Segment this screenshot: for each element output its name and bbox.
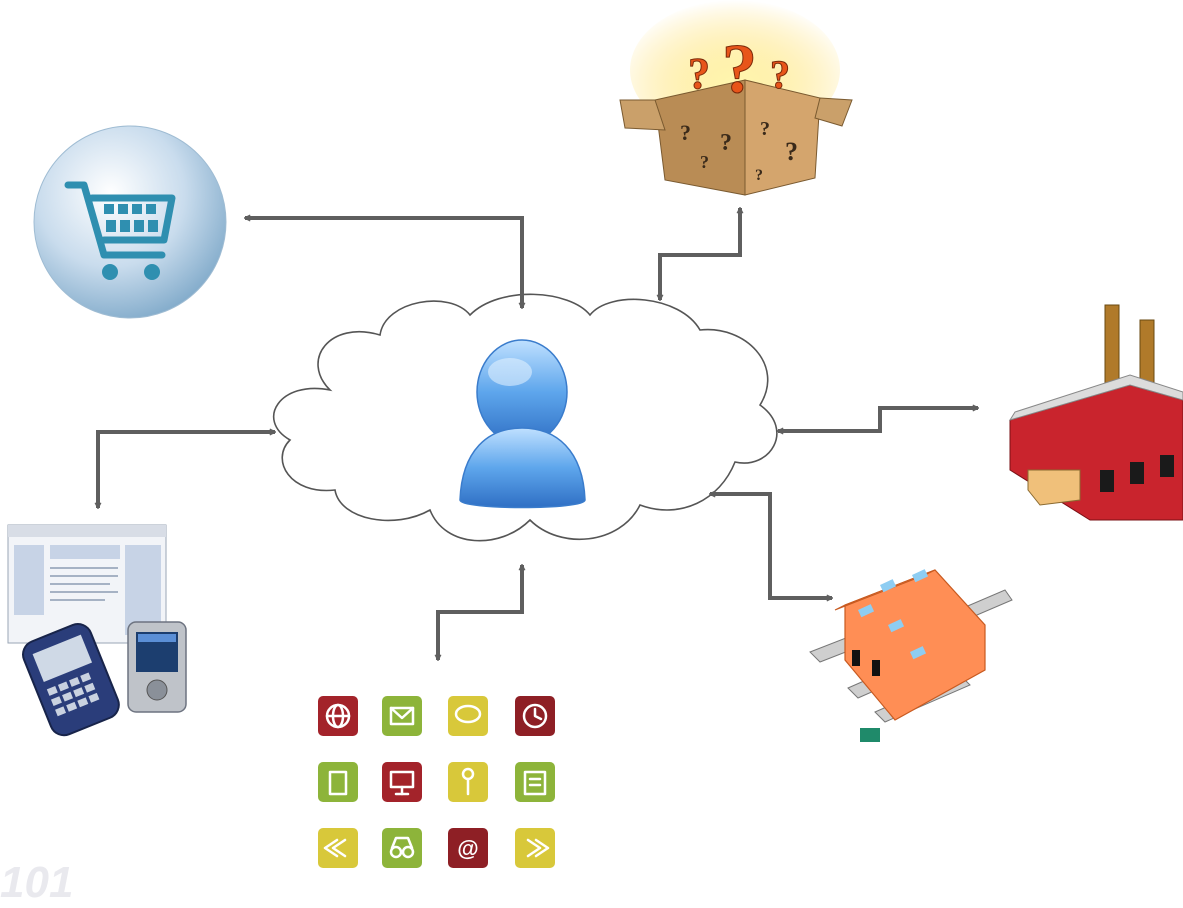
warehouse-trucks-icon [809,569,1013,742]
arrow-devices [98,432,275,508]
svg-text:@: @ [457,836,478,861]
app-icon-grid: @ [318,696,555,868]
trash-tile [318,762,358,802]
arrow-factory [778,408,978,431]
monitor-tile [382,762,422,802]
arrow-apps [438,565,522,660]
rewind-tile [318,828,358,868]
svg-text:?: ? [770,52,790,97]
at-tile [448,828,488,868]
svg-text:?: ? [755,167,763,184]
shopping-cart-node [33,125,227,319]
user-icon [459,339,586,509]
svg-text:?: ? [688,49,710,98]
binoculars-tile [382,828,422,868]
watermark-left: 101 [0,858,74,907]
svg-text:?: ? [760,118,770,140]
svg-text:?: ? [700,152,709,172]
forward-tile [515,828,555,868]
factory-icon [1008,304,1183,521]
arrow-warehouse [710,494,832,598]
web-and-mobile-devices-icon [7,524,187,737]
arrow-cart [245,218,522,308]
mail-tile [382,696,422,736]
svg-text:?: ? [680,120,691,145]
chat-tile [448,696,488,736]
question-box-icon: ? ? ? ? ? ? ? ? ? [619,0,853,196]
svg-text:?: ? [722,31,757,108]
shopping-cart-icon [64,181,176,259]
connectors [98,208,978,660]
document-tile [515,762,555,802]
svg-text:?: ? [785,137,798,166]
svg-text:?: ? [720,130,732,156]
arrow-box [660,208,740,300]
